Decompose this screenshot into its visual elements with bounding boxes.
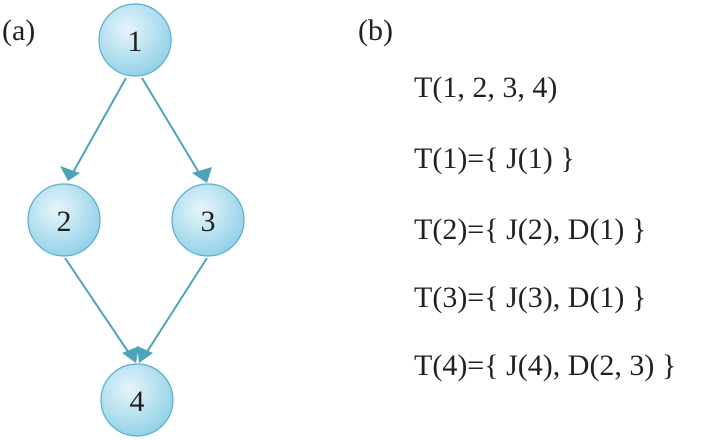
edge-1-2 xyxy=(60,77,127,181)
edge-2-4 xyxy=(64,257,139,363)
formula-task-1: T(1)={ J(1) } xyxy=(414,142,575,175)
node-2: 2 xyxy=(27,183,101,257)
node-4: 4 xyxy=(100,363,174,437)
formula-task-3: T(3)={ J(3), D(1) } xyxy=(414,281,647,314)
node-1: 1 xyxy=(98,3,172,77)
panel-a-label: (a) xyxy=(2,14,36,47)
node-4-label: 4 xyxy=(130,385,145,418)
formula-task-set: T(1, 2, 3, 4) xyxy=(414,71,558,104)
node-2-label: 2 xyxy=(57,205,72,238)
panel-b-label: (b) xyxy=(358,14,393,47)
node-3: 3 xyxy=(171,183,245,257)
formula-task-4: T(4)={ J(4), D(2, 3) } xyxy=(414,349,677,382)
edge-3-4 xyxy=(137,257,208,363)
edge-1-3 xyxy=(141,77,212,183)
node-3-label: 3 xyxy=(201,205,216,238)
node-1-label: 1 xyxy=(128,25,143,58)
formula-task-2: T(2)={ J(2), D(1) } xyxy=(414,213,647,246)
